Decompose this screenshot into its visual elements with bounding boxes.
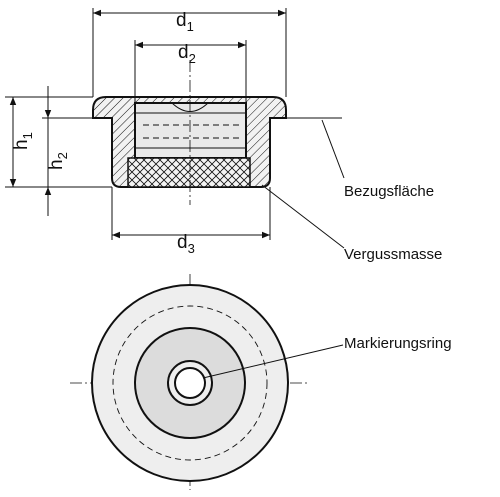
insert (134, 102, 247, 159)
dim-label-h1: h1 (11, 132, 35, 150)
label-marking-ring: Markierungsring (344, 335, 452, 352)
leader-potting-compound (261, 184, 345, 249)
dim-label-d3: d3 (177, 232, 195, 256)
leader-reference-surface (321, 119, 345, 179)
dim-label-d1: d1 (176, 10, 194, 34)
dim-label-d2: d2 (178, 42, 196, 66)
leader-marking-ring (202, 344, 344, 379)
dim-label-h2: h2 (46, 152, 70, 170)
label-reference-surface: Bezugsfläche (344, 183, 434, 200)
label-potting-compound: Vergussmasse (344, 246, 442, 263)
potting-compound (127, 157, 251, 188)
section-view: d1 d2 d3 h1 h2 Bezugsfläche Vergussmasse (5, 8, 442, 263)
top-view: Markierungsring (70, 274, 452, 490)
